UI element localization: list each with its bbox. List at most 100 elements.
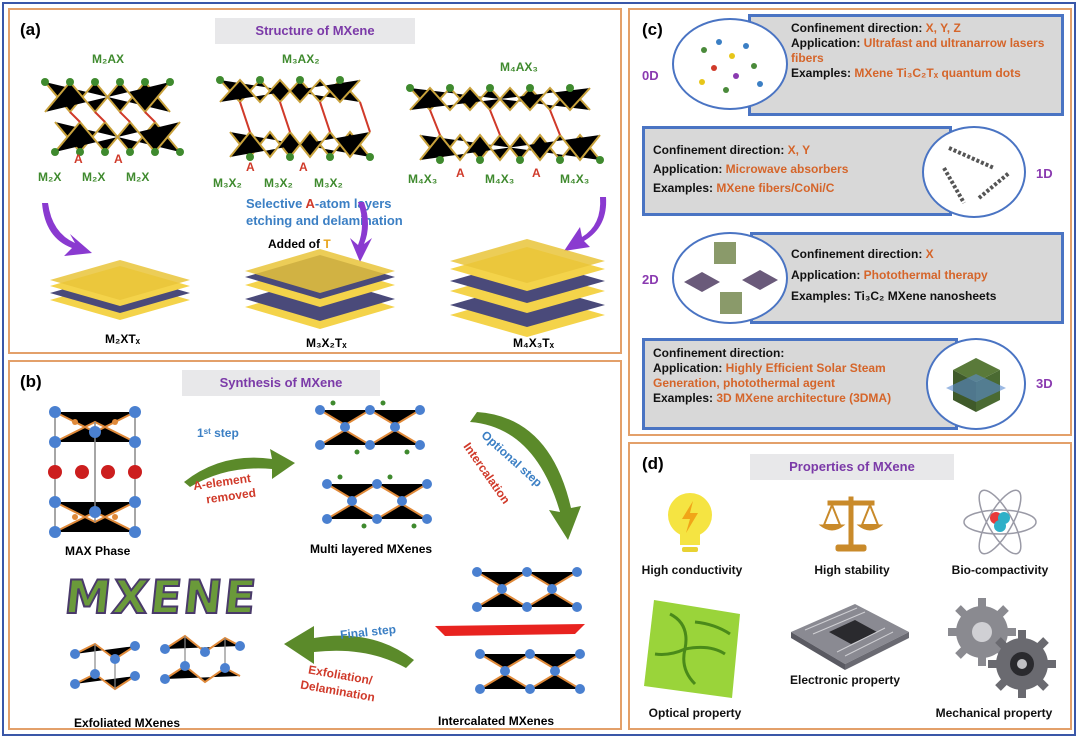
balance-scale-icon: [818, 496, 884, 552]
max-lattice-right: [406, 84, 604, 164]
label-intercalated: Intercalated MXenes: [438, 714, 555, 728]
panel-a: (a) Structure of MXene M₂AX M₃AX₂ M₄AX₃ …: [8, 8, 622, 354]
product-m4x3tx: M₄X₃Tₓ: [513, 336, 554, 350]
card-2d-dir-key: Confinement direction:: [791, 247, 926, 261]
a-letter-5: A: [456, 166, 465, 180]
card-3d-ex: 3D MXene architecture (3DMA): [716, 391, 892, 405]
max-phase-structure: [48, 406, 142, 538]
card-0d: Confinement direction: X, Y, Z Applicati…: [748, 14, 1064, 116]
m2x-1: M₂X: [38, 170, 62, 184]
formula-m4ax3: M₄AX₃: [500, 60, 538, 74]
added-pre: Added of: [268, 237, 324, 251]
etch-post: -atom layers: [314, 196, 392, 211]
circle-1d: [922, 126, 1026, 218]
m3x2-3: M₃X₂: [314, 176, 343, 190]
final-arrow: [284, 626, 414, 668]
prop-bio-compactivity: Bio-compactivity: [951, 563, 1049, 577]
atom-icon: [963, 489, 1037, 555]
lightbulb-icon: [668, 493, 712, 552]
card-1d-ex: MXene fibers/CoNi/C: [716, 181, 835, 195]
product-m2xtx: M₂XTₓ: [105, 332, 141, 346]
prop-high-conductivity: High conductivity: [641, 563, 743, 577]
max-lattice-left: [41, 78, 184, 156]
processor-chip-icon: [791, 604, 909, 670]
m3x2-1: M₃X₂: [213, 176, 242, 190]
prop-electronic-property: Electronic property: [789, 673, 901, 687]
label-step1: 1ˢᵗ step: [197, 426, 239, 440]
etch-arrow-left: [42, 203, 92, 256]
nanofibers: [942, 146, 1011, 204]
card-2d-dir: X: [925, 247, 934, 261]
label-multi-layered: Multi layered MXenes: [310, 542, 433, 556]
multilayer-structure-bottom: [322, 474, 432, 529]
etch-arrow-right: [564, 197, 607, 251]
card-2d-ex-key: Examples:: [791, 289, 855, 303]
m4x3-2: M₄X₃: [485, 172, 515, 186]
card-2d-ex: Ti₃C₂ MXene nanosheets: [854, 289, 997, 303]
formula-m3ax2: M₃AX₂: [282, 52, 320, 66]
panel-b-banner: Synthesis of MXene: [182, 370, 380, 396]
card-3d-app: Highly Efficient Solar Steam Generation,…: [653, 361, 886, 390]
quantum-dots: [699, 39, 763, 93]
etch-arrow-mid: [350, 202, 372, 262]
dim-3d: 3D: [1036, 376, 1053, 391]
dim-0d: 0D: [642, 68, 659, 83]
panel-c-label: (c): [642, 20, 663, 39]
m3x2-2: M₃X₂: [264, 176, 293, 190]
card-3d-app-key: Application:: [653, 361, 726, 375]
panel-c: (c) Confinement direction: X, Y, Z Appli…: [628, 8, 1072, 436]
prop-optical-property: Optical property: [648, 706, 742, 720]
step1-arrow: [184, 449, 295, 487]
optional-arrow: [470, 412, 581, 540]
formula-m2ax: M₂AX: [92, 52, 124, 66]
mxene-stack-left: [50, 260, 190, 320]
card-0d-ex-key: Examples:: [791, 66, 855, 80]
exfoliated-structure-right: [160, 634, 245, 684]
card-1d-dir-key: Confinement direction:: [653, 143, 788, 157]
label-max-phase: MAX Phase: [65, 544, 131, 558]
a-letter-2: A: [114, 152, 123, 166]
a-letter-4: A: [299, 160, 308, 174]
card-2d-app-key: Application:: [791, 268, 864, 282]
max-lattice-mid: [216, 76, 374, 161]
m2x-2: M₂X: [82, 170, 106, 184]
card-0d-app-key: Application:: [791, 36, 864, 50]
card-0d-app: Ultrafast and ultranarrow lasers fibers: [791, 36, 1045, 65]
card-1d-ex-key: Examples:: [653, 181, 717, 195]
card-1d-dir: X, Y: [787, 143, 811, 157]
panel-d: (d) Properties of MXene High conductivit…: [628, 442, 1072, 730]
etch-pre: Selective: [246, 196, 306, 211]
etch-text-line2: etching and delamination: [246, 213, 403, 228]
card-2d-app: Photothermal therapy: [863, 268, 988, 282]
leaf-cell-icon: [644, 600, 740, 698]
intercalant-streak: [435, 624, 585, 636]
panel-a-banner: Structure of MXene: [215, 18, 415, 44]
mxene-stack-mid: [245, 249, 395, 329]
product-m3x2tx: M₃X₂Tₓ: [306, 336, 347, 350]
card-3d: Confinement direction: Application: High…: [642, 338, 958, 430]
intercalated-structure-top: [472, 567, 582, 612]
label-exfoliated: Exfoliated MXenes: [74, 716, 181, 730]
panel-b-label: (b): [20, 372, 42, 391]
a-letter-6: A: [532, 166, 541, 180]
card-1d: Confinement direction: X, Y Application:…: [642, 126, 952, 216]
prop-high-stability: High stability: [814, 563, 890, 577]
circle-0d: [672, 18, 788, 110]
mxene-logo-text: MXENE: [61, 569, 261, 625]
intercalated-structure-bottom: [475, 649, 585, 694]
added-t: T: [323, 237, 331, 251]
a-letter-3: A: [246, 160, 255, 174]
card-3d-ex-key: Examples:: [653, 391, 717, 405]
card-0d-ex: MXene Ti₃C₂Tₓ quantum dots: [854, 66, 1021, 80]
prop-mechanical-property: Mechanical property: [935, 706, 1053, 720]
card-1d-app: Microwave absorbers: [725, 162, 849, 176]
dim-2d: 2D: [642, 272, 659, 287]
added-text: Added of T: [268, 237, 331, 251]
3d-architecture: [946, 358, 1006, 412]
m4x3-1: M₄X₃: [408, 172, 438, 186]
circle-2d: [672, 232, 788, 324]
panel-b: (b) Synthesis of MXene MAX Phase 1ˢᵗ ste…: [8, 360, 622, 730]
card-0d-dir: X, Y, Z: [925, 21, 961, 35]
etch-text-line1: Selective A-atom layers: [246, 196, 392, 211]
